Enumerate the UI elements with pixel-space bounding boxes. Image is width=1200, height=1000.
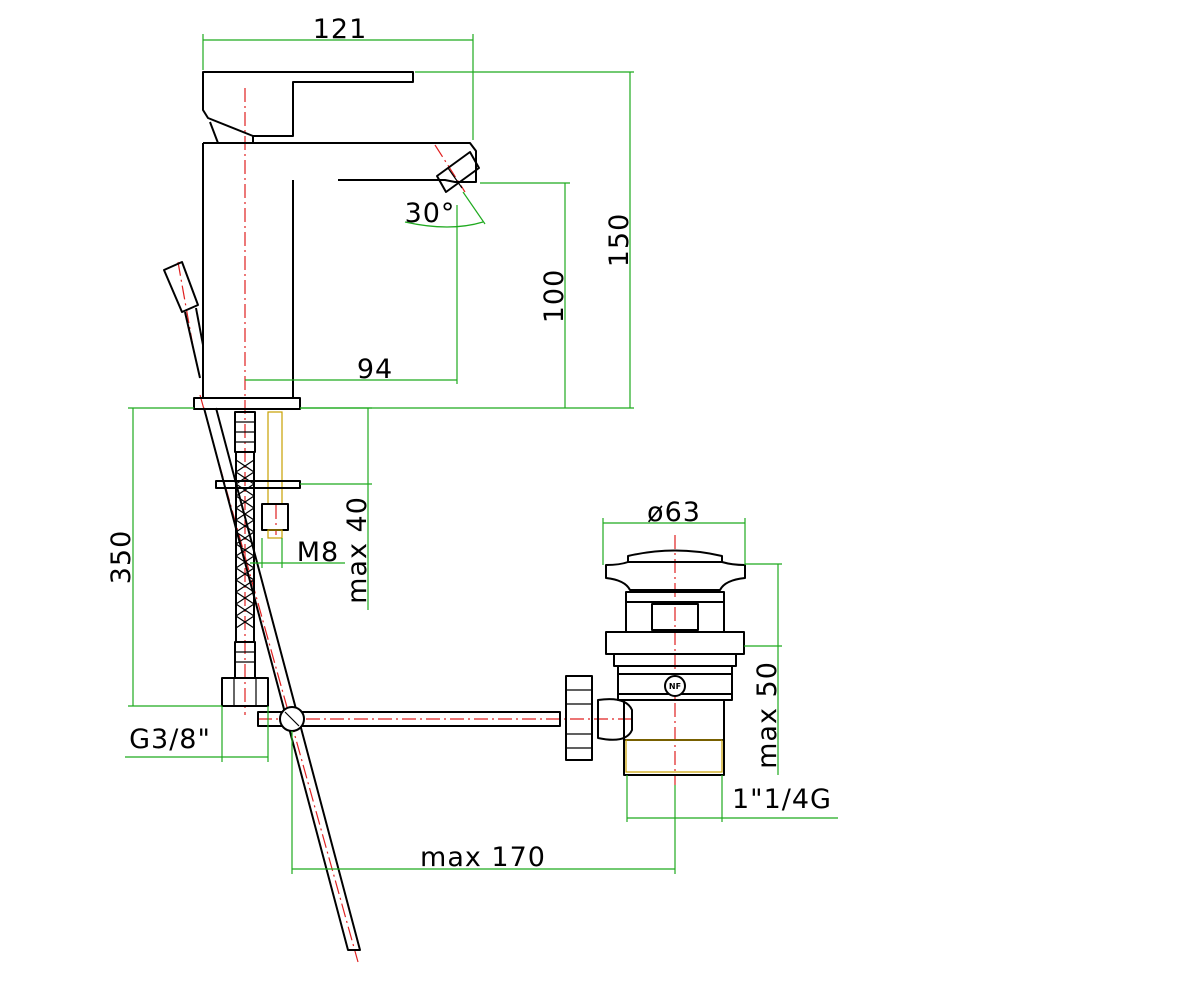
dim-width-total: 121 — [313, 14, 368, 45]
fixing-rod — [215, 411, 301, 539]
popup-rod — [203, 407, 561, 951]
dimensions — [125, 34, 838, 874]
waste-assembly: NF — [565, 549, 746, 776]
dim-waste-diameter: ø63 — [647, 497, 701, 528]
dim-height-total: 150 — [604, 213, 635, 268]
dim-rod-thread: M8 — [297, 537, 339, 568]
dim-waste-thread: 1"1/4G — [732, 784, 832, 815]
dim-spout-reach: 94 — [357, 354, 393, 385]
waste-logo: NF — [669, 682, 681, 691]
faucet-body — [163, 71, 480, 410]
dim-rod-reach: max 170 — [420, 842, 546, 873]
dimension-labels: 121 150 100 94 30° 350 max 40 M8 G3/8" ø… — [106, 14, 832, 873]
dim-spout-angle: 30° — [405, 198, 456, 229]
dim-rod-max: max 40 — [342, 496, 373, 604]
dim-inlet-thread: G3/8" — [129, 724, 211, 755]
dim-spout-height: 100 — [539, 269, 570, 324]
dim-waste-max: max 50 — [752, 661, 783, 769]
dim-hose-length: 350 — [106, 530, 137, 585]
